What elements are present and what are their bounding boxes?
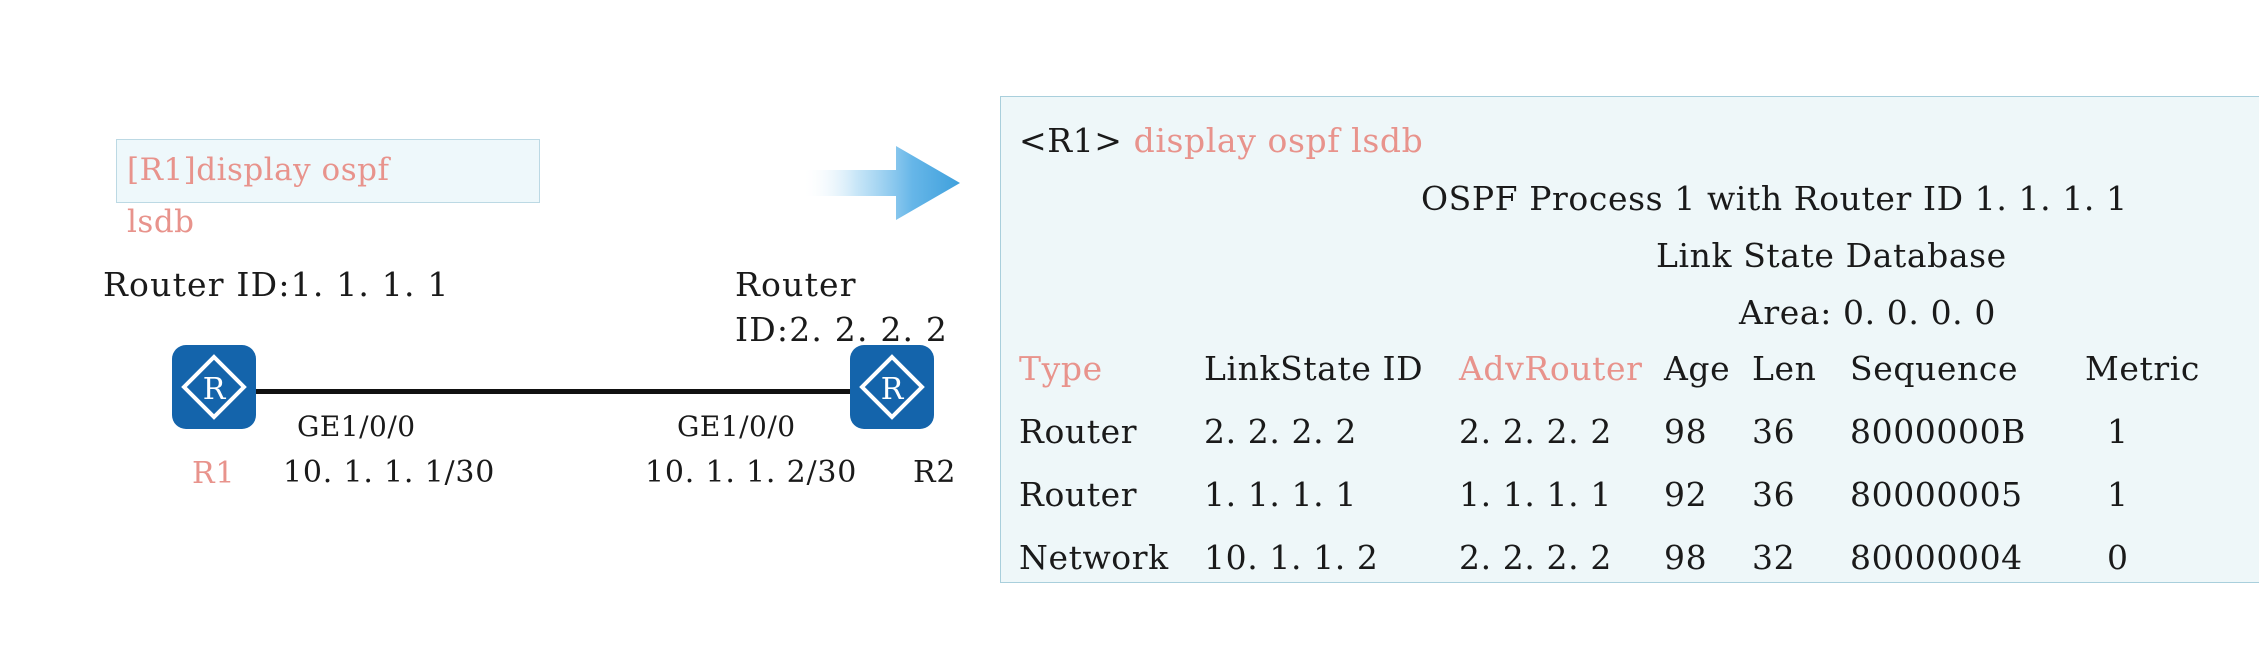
router2-id-label-line1: Router — [735, 265, 857, 304]
router2-id-label-line2: ID:2. 2. 2. 2 — [735, 310, 949, 349]
table-cell: 36 — [1752, 475, 1796, 514]
terminal-command: display ospf lsdb — [1133, 121, 1424, 160]
column-header-metric: Metric — [2085, 349, 2200, 388]
area-label: Area: 0. 0. 0. 0 — [1739, 293, 1996, 332]
table-cell: 8000000B — [1850, 412, 2027, 451]
table-cell: 98 — [1664, 538, 1708, 577]
table-row: Network 10. 1. 1. 2 2. 2. 2. 2 98 32 80000004… — [1019, 538, 2259, 582]
column-header-sequence: Sequence — [1850, 349, 2019, 388]
table-cell: 98 — [1664, 412, 1708, 451]
table-cell: Network — [1019, 538, 1169, 577]
router1-interface-label: GE1/0/0 — [297, 410, 416, 443]
table-cell: 32 — [1752, 538, 1796, 577]
table-cell: 80000004 — [1850, 538, 2023, 577]
command-input-box[interactable] — [116, 139, 540, 203]
table-cell: 2. 2. 2. 2 — [1204, 412, 1357, 451]
table-row: Router 1. 1. 1. 1 1. 1. 1. 1 92 36 80000005 1 — [1019, 475, 2259, 538]
table-cell: Router — [1019, 475, 1138, 514]
column-header-linkstate-id: LinkState ID — [1204, 349, 1424, 388]
router2-name-label: R2 — [913, 455, 957, 490]
router1-ip-label: 10. 1. 1. 1/30 — [283, 455, 496, 490]
ospf-process-header: OSPF Process 1 with Router ID 1. 1. 1. 1 — [1421, 179, 2128, 218]
command-text-line-1: [R1]display ospf — [127, 152, 390, 188]
table-cell: 36 — [1752, 412, 1796, 451]
column-header-advrouter: AdvRouter — [1459, 349, 1643, 388]
column-header-type: Type — [1019, 349, 1103, 388]
table-cell: 2. 2. 2. 2 — [1459, 412, 1612, 451]
table-cell: 1 — [2107, 475, 2129, 514]
table-cell: 0 — [2107, 538, 2129, 577]
table-cell: 92 — [1664, 475, 1708, 514]
table-row: Router 2. 2. 2. 2 2. 2. 2. 2 98 36 8000000B 1 — [1019, 412, 2259, 475]
column-header-len: Len — [1752, 349, 1817, 388]
lsdb-title: Link State Database — [1656, 236, 2007, 275]
link-connection-line — [256, 389, 850, 394]
prompt-separator — [1123, 121, 1134, 160]
table-header-row: Type LinkState ID AdvRouter Age Len Sequence M… — [1019, 349, 2259, 412]
table-cell: 1. 1. 1. 1 — [1459, 475, 1612, 514]
router-icon[interactable]: R — [172, 345, 256, 429]
table-cell: 10. 1. 1. 2 — [1204, 538, 1379, 577]
router-icon[interactable]: R — [850, 345, 934, 429]
flow-arrow-icon — [802, 142, 962, 224]
lsdb-table: Type LinkState ID AdvRouter Age Len Sequence M… — [1019, 349, 2259, 582]
table-cell: 80000005 — [1850, 475, 2023, 514]
router2-interface-label: GE1/0/0 — [677, 410, 796, 443]
command-text-line-2: lsdb — [127, 204, 195, 240]
svg-text:R: R — [203, 372, 227, 407]
table-cell: 1. 1. 1. 1 — [1204, 475, 1357, 514]
terminal-prompt-row: <R1> display ospf lsdb — [1019, 121, 1423, 160]
terminal-output-panel: <R1> display ospf lsdb OSPF Process 1 wi… — [1000, 96, 2259, 583]
terminal-prompt: <R1> — [1019, 121, 1123, 160]
table-cell: Router — [1019, 412, 1138, 451]
column-header-age: Age — [1664, 349, 1731, 388]
network-topology-diagram: [R1]display ospf lsdb Router ID:1. 1. 1.… — [0, 0, 955, 649]
router2-ip-label: 10. 1. 1. 2/30 — [645, 455, 858, 490]
table-cell: 2. 2. 2. 2 — [1459, 538, 1612, 577]
svg-text:R: R — [881, 372, 905, 407]
router1-id-label: Router ID:1. 1. 1. 1 — [103, 265, 450, 304]
router1-name-label: R1 — [192, 456, 236, 491]
table-cell: 1 — [2107, 412, 2129, 451]
